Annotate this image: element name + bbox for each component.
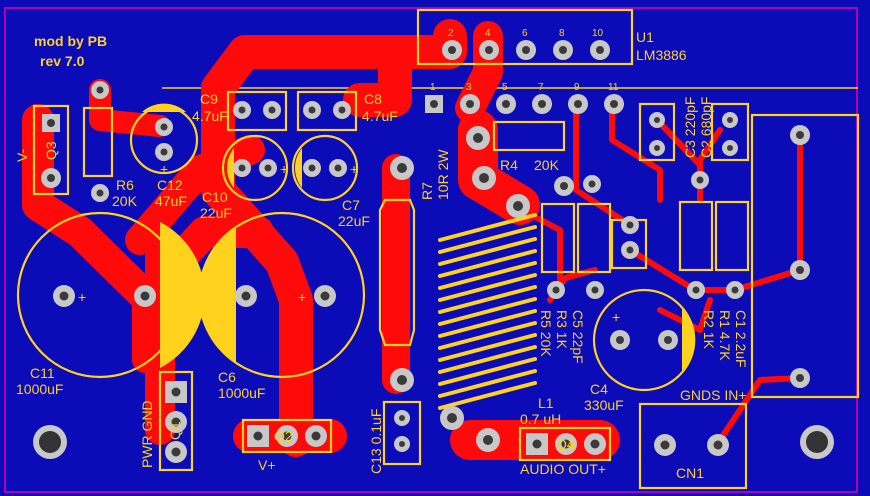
u1-pin-label-7: 7 [538,82,544,93]
u1-pin-label-5: 5 [502,82,508,93]
c4-plus: + [612,309,620,325]
c9-val: 4.7uF [192,108,228,124]
c10-outline [221,134,289,202]
c3-label: C3 220pF [682,97,698,158]
q4-outline [518,426,612,462]
u1-pin-label-9: 9 [574,82,580,93]
r1-outline [714,200,750,272]
r7-ref: R7 [419,182,435,200]
c4-ref: C4 [590,381,608,397]
r6-ref: R6 [116,177,134,193]
r4-outline [492,120,566,152]
c7-ref: C7 [342,197,360,213]
c11-ref: C11 [30,365,55,381]
q3-outline [32,104,70,196]
c11-plus: + [78,289,86,305]
q3-label: Q3 [43,141,59,160]
c7-outline [291,134,359,202]
c12-ref: C12 [157,177,183,193]
gnds-in-label: GNDS IN+ [680,387,747,403]
pads [33,40,834,463]
l1-inductor-coil [438,213,537,410]
r7-outline [378,198,416,347]
silkscreen-outlines [16,8,860,490]
c2-label: C2 680pF [698,97,714,158]
r4-ref: R4 [500,157,518,173]
u1-pin-label-4: 4 [485,28,491,39]
c6-ref: C6 [218,369,236,385]
u1-part: LM3886 [636,47,687,63]
u1-ref: U1 [636,29,654,45]
u1-pin-label-11: 11 [608,82,619,93]
c8-outline [296,90,358,132]
c7-val: 22uF [338,213,370,229]
c10-ref: C10 [202,189,228,205]
u1-outline [416,8,634,66]
u1-pin-label-3: 3 [466,82,472,93]
u1-pin-label-10: 10 [592,28,604,39]
c2-outline [710,102,750,162]
u1-pin-label-6: 6 [522,28,528,39]
pwr-gnd-label: PWR GND [139,400,155,468]
l1-ref: L1 [538,395,554,411]
header-line-1: mod by PB [34,33,107,49]
r2-label: R2 1K [701,310,717,350]
r5-label: R5 20K [538,310,554,357]
q1-outline [158,370,194,472]
c1-label: C1 2.2uF [733,310,749,368]
c13-label: C13 0.1uF [368,409,384,474]
u1-pin-label-2: 2 [448,28,454,39]
audio-out-label: AUDIO OUT+ [520,461,606,477]
c6-plus: + [298,289,306,305]
r6-val: 20K [112,193,138,209]
cn1-label: CN1 [676,465,704,481]
header-line-2: rev 7.0 [40,53,85,69]
c5-label: C5 22pF [570,310,586,364]
r2-outline [678,200,714,272]
r5-outline [540,202,576,274]
v-plus-label: V+ [258,457,276,473]
cn1-outline [638,402,748,490]
u1-pin-label-8: 8 [559,28,565,39]
c7-plus: + [350,161,358,177]
c12-plus: + [160,161,168,177]
r4-val: 20K [534,157,560,173]
c9-ref: C9 [200,91,218,107]
silkscreen-text: mod by PB rev 7.0 U1 LM3886 2 4 6 8 10 1… [14,28,749,481]
q2-label: Q2 [274,428,293,444]
c11-val: 1000uF [16,381,63,397]
l1-val: 0.7 uH [520,411,561,427]
r3-label: R3 1K [554,310,570,350]
c10-val: 22uF [200,205,232,221]
r3-outline [576,202,612,274]
polarity-fills [142,103,696,374]
q1-label: Q1 [167,421,183,440]
c4-val: 330uF [584,397,624,413]
c12-val: 47uF [155,193,187,209]
c13-outline [382,400,422,466]
u1-pin-label-1: 1 [430,82,436,93]
input-connector-outline [750,113,860,399]
c3-outline [638,102,676,162]
q2-outline [241,418,333,454]
c8-ref: C8 [364,91,382,107]
v-minus-label: V- [14,148,30,162]
r6-outline [82,106,114,178]
c9-outline [226,90,288,132]
r7-val: 10R 2W [435,149,451,200]
r1-label: R1 4.7K [717,310,733,361]
c10-plus: + [280,161,288,177]
c8-val: 4.7uF [362,108,398,124]
q4-label: Q4 [556,436,575,452]
c6-val: 1000uF [218,385,265,401]
